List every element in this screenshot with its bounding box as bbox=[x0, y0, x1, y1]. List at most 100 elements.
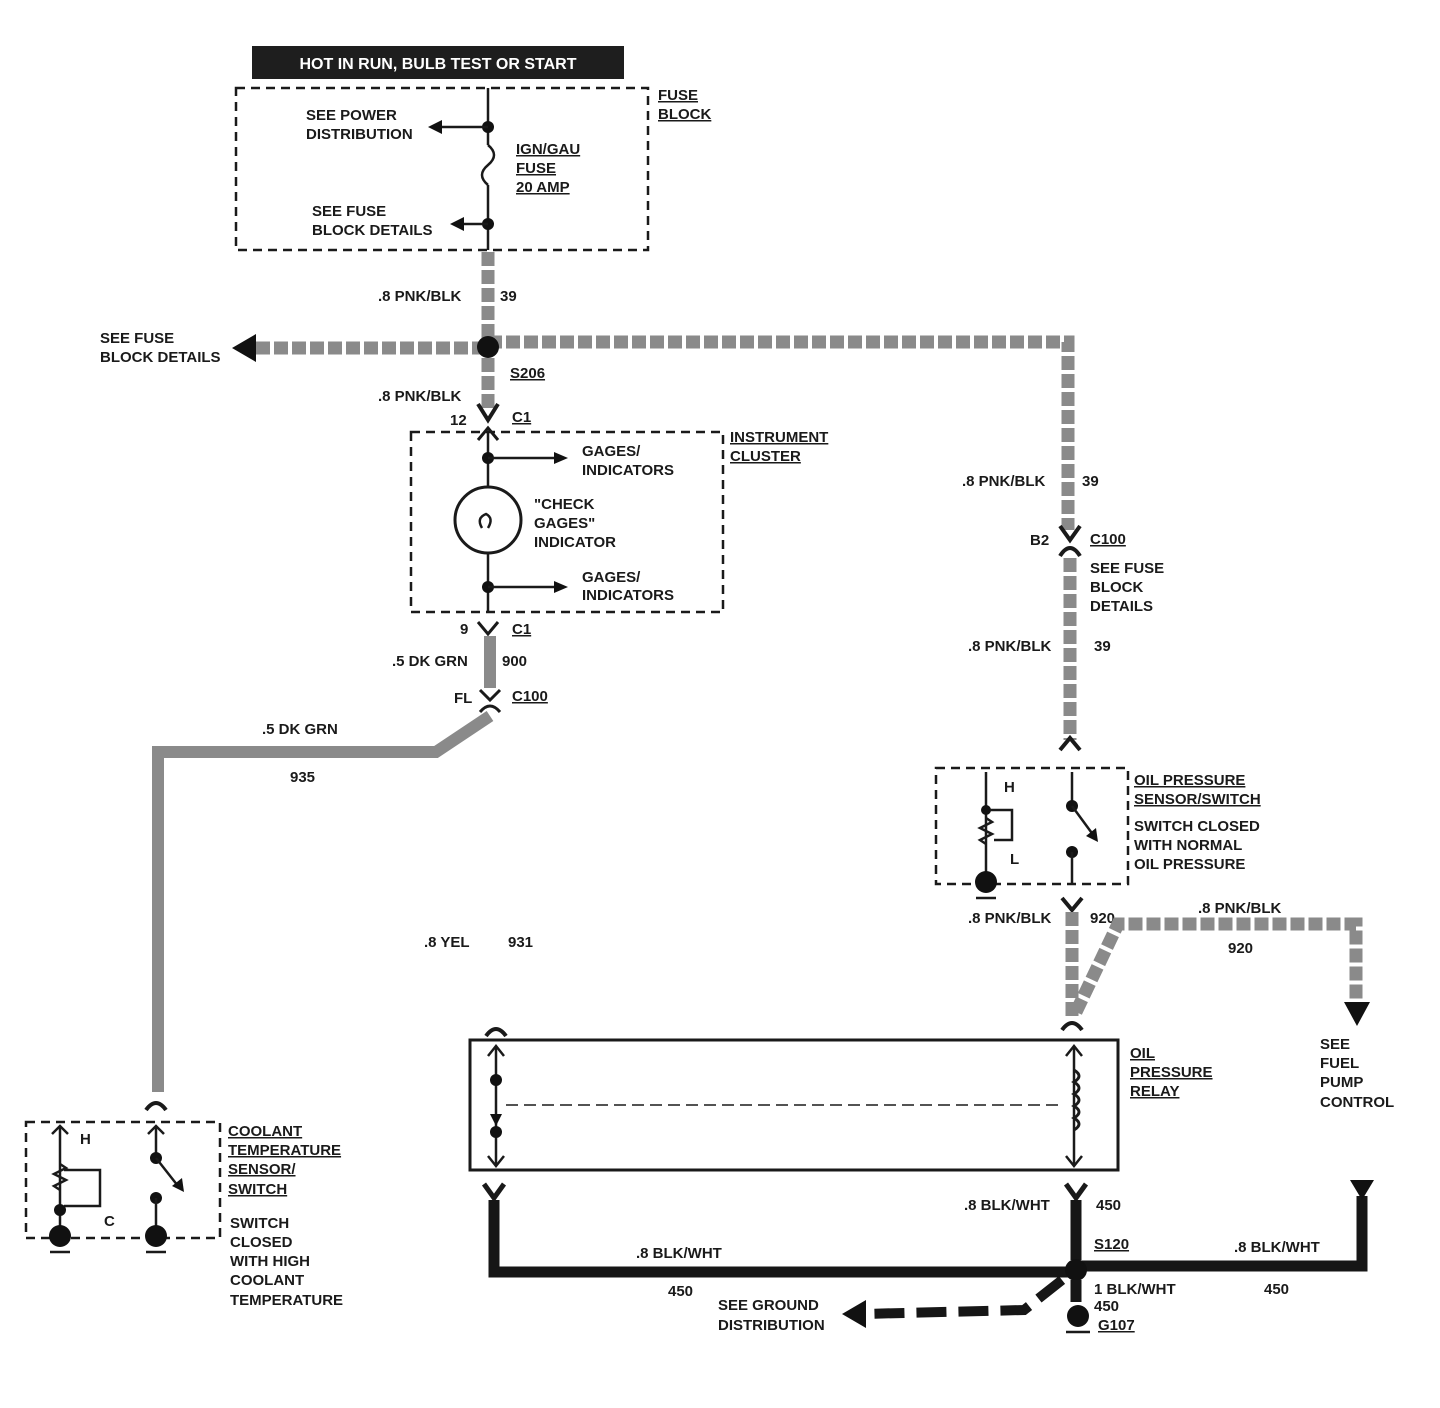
coolant-sensor-arrow bbox=[51, 1124, 69, 1135]
oil-sensor-resistor bbox=[977, 816, 995, 846]
c100-fl-connector-2 bbox=[478, 704, 502, 714]
relay-out-num: 450 bbox=[1096, 1197, 1121, 1214]
wire-450-right bbox=[1076, 1196, 1368, 1272]
c100-fl-label: C100 bbox=[512, 688, 548, 705]
fuel-pump-arrow bbox=[1344, 1002, 1370, 1026]
banner-text: HOT IN RUN, BULB TEST OR START bbox=[299, 56, 576, 73]
check-gages-indicator-icon bbox=[453, 485, 523, 555]
c100-fl-pin: FL bbox=[454, 690, 472, 707]
splice-s120-label: S120 bbox=[1094, 1236, 1129, 1253]
gages-bottom-2: INDICATORS bbox=[582, 587, 674, 604]
wire-920-fuel bbox=[1070, 917, 1363, 1015]
gages-bottom-arrow bbox=[554, 581, 568, 593]
ground-dist-arrow bbox=[842, 1300, 866, 1328]
w1-gauge: .8 PNK/BLK bbox=[378, 288, 462, 305]
oil-sensor-l: L bbox=[1010, 851, 1019, 868]
coolant-title-2: TEMPERATURE bbox=[228, 1142, 341, 1159]
coolant-c: C bbox=[104, 1213, 115, 1230]
see-fuse-arrow bbox=[450, 217, 464, 231]
relay-left-out-connector bbox=[481, 1182, 507, 1203]
bus-left-arrow bbox=[232, 334, 256, 362]
oil-switch-arrow bbox=[1086, 828, 1098, 842]
coolant-desc-2: CLOSED bbox=[230, 1234, 293, 1251]
oil-sensor-title-2: SENSOR/SWITCH bbox=[1134, 791, 1261, 808]
yel-num: 931 bbox=[508, 934, 533, 951]
see-fuse-2: BLOCK DETAILS bbox=[312, 222, 433, 239]
right-blk-gauge: .8 BLK/WHT bbox=[1234, 1239, 1320, 1256]
wire-935 bbox=[152, 711, 494, 1092]
oil-sensor-node bbox=[981, 805, 991, 815]
c100-b2-pin: B2 bbox=[1030, 532, 1049, 549]
wire-bus-right bbox=[488, 335, 1075, 530]
c1-top-connector bbox=[476, 402, 500, 424]
relay-right-out-connector bbox=[1063, 1182, 1089, 1203]
c1-bottom-connector bbox=[476, 621, 500, 637]
cluster-box bbox=[409, 430, 725, 614]
relay-top-connector bbox=[484, 1027, 508, 1038]
c100-ref-2: BLOCK bbox=[1090, 579, 1143, 596]
coolant-title-4: SWITCH bbox=[228, 1181, 287, 1198]
c100-fl-connector bbox=[478, 688, 502, 703]
indicator-3: INDICATOR bbox=[534, 534, 616, 551]
coolant-switch-blade bbox=[155, 1157, 179, 1187]
coolant-desc-1: SWITCH bbox=[230, 1215, 289, 1232]
w2-gauge: .8 PNK/BLK bbox=[378, 388, 462, 405]
left-ref-2: BLOCK DETAILS bbox=[100, 349, 221, 366]
see-power-1: SEE POWER bbox=[306, 107, 397, 124]
relay-arrow-bottom bbox=[487, 1155, 505, 1169]
fuse-block-title-2: BLOCK bbox=[658, 106, 711, 123]
coolant-desc-3: WITH HIGH bbox=[230, 1253, 310, 1270]
right2-gauge: .8 PNK/BLK bbox=[968, 638, 1052, 655]
grn2-num: 935 bbox=[290, 769, 315, 786]
fuse-element bbox=[480, 144, 496, 186]
ground-g107-icon bbox=[1067, 1305, 1089, 1327]
left-ref-1: SEE FUSE bbox=[100, 330, 174, 347]
c1-bottom-label: C1 bbox=[512, 621, 531, 638]
ground-ref-2: DISTRIBUTION bbox=[718, 1317, 825, 1334]
relay-contact-2 bbox=[490, 1126, 502, 1138]
gages-top-arrow bbox=[554, 452, 568, 464]
coolant-title-3: SENSOR/ bbox=[228, 1161, 296, 1178]
op-out-gauge: .8 PNK/BLK bbox=[968, 910, 1052, 927]
c1-top-label: C1 bbox=[512, 409, 531, 426]
oil-sensor-desc-2: WITH NORMAL bbox=[1134, 837, 1242, 854]
splice-s206-label: S206 bbox=[510, 365, 545, 382]
fuse-label-2: FUSE bbox=[516, 160, 556, 177]
gages-bottom-1: GAGES/ bbox=[582, 569, 641, 586]
c1-bottom-pin: 9 bbox=[460, 621, 468, 638]
oil-sensor-ground-icon bbox=[975, 871, 997, 893]
ground-id: G107 bbox=[1098, 1317, 1135, 1334]
wire-ground-dist bbox=[861, 1276, 1066, 1319]
fuse-label-3: 20 AMP bbox=[516, 179, 570, 196]
fuse-label-1: IGN/GAU bbox=[516, 141, 580, 158]
left-blk-gauge: .8 BLK/WHT bbox=[636, 1245, 722, 1262]
right-gauge: .8 PNK/BLK bbox=[962, 473, 1046, 490]
relay-out-gauge: .8 BLK/WHT bbox=[964, 1197, 1050, 1214]
coolant-sensor-resistor bbox=[51, 1162, 69, 1192]
indicator-2: GAGES" bbox=[534, 515, 595, 532]
c100-b2-connector-2 bbox=[1058, 546, 1082, 558]
coolant-switch-arrow-top bbox=[147, 1124, 165, 1135]
gages-top-1: GAGES/ bbox=[582, 443, 641, 460]
c1-top-pin: 12 bbox=[450, 412, 467, 429]
splice-s120 bbox=[1065, 1259, 1087, 1281]
gages-top-2: INDICATORS bbox=[582, 462, 674, 479]
oil-sensor-box bbox=[934, 766, 1130, 886]
grn-gauge: .5 DK GRN bbox=[392, 653, 468, 670]
splice-s206 bbox=[477, 336, 499, 358]
left-blk-num: 450 bbox=[668, 1283, 693, 1300]
see-power-2: DISTRIBUTION bbox=[306, 126, 413, 143]
coolant-desc-4: COOLANT bbox=[230, 1272, 304, 1289]
op-out-num: 920 bbox=[1090, 910, 1115, 927]
coolant-title-1: COOLANT bbox=[228, 1123, 302, 1140]
ground-num: 450 bbox=[1094, 1298, 1119, 1315]
ground-ref-1: SEE GROUND bbox=[718, 1297, 819, 1314]
coolant-desc-5: TEMPERATURE bbox=[230, 1292, 343, 1309]
coolant-connector bbox=[144, 1101, 168, 1112]
oil-sensor-desc-1: SWITCH CLOSED bbox=[1134, 818, 1260, 835]
right-num: 39 bbox=[1082, 473, 1099, 490]
fuel-pump-ref-1: SEE bbox=[1320, 1036, 1350, 1053]
coolant-sensor-bracket bbox=[64, 1168, 102, 1208]
fuse-block-box bbox=[234, 86, 650, 252]
fp-num: 920 bbox=[1228, 940, 1253, 957]
